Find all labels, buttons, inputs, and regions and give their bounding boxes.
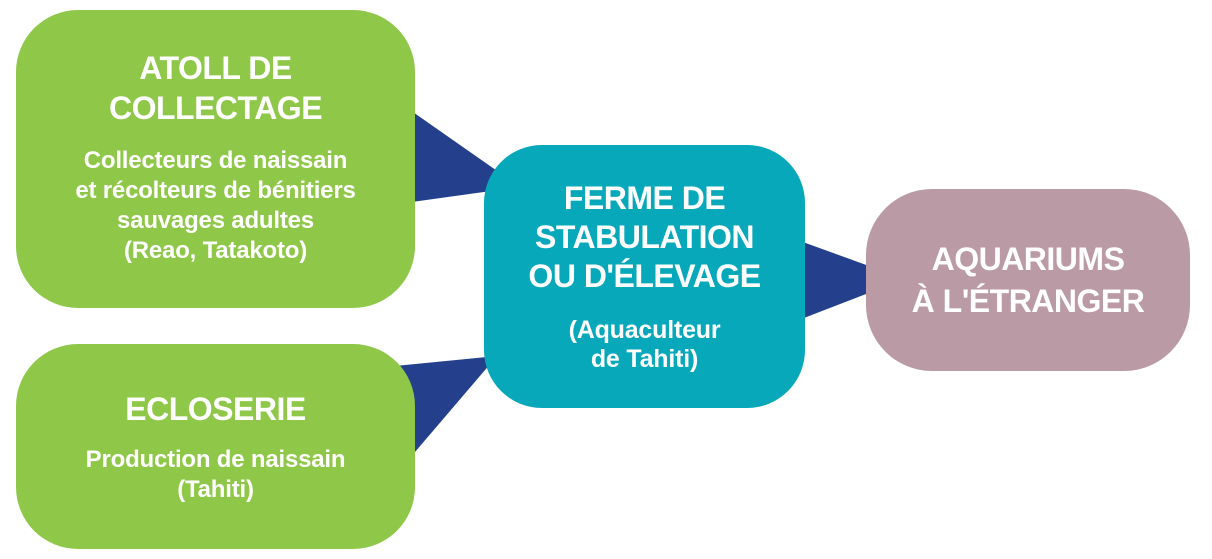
node-subtitle: Collecteurs de naissain et récolteurs de… xyxy=(75,146,355,266)
title-line: ATOLL DE xyxy=(139,50,292,86)
title-line: À L'ÉTRANGER xyxy=(911,283,1145,319)
node-aquariums-etranger: AQUARIUMS À L'ÉTRANGER xyxy=(866,189,1190,371)
title-line: COLLECTAGE xyxy=(108,90,323,126)
subtitle-line: (Tahiti) xyxy=(177,475,254,503)
title-line: ECLOSERIE xyxy=(125,390,306,427)
node-atoll-collectage: ATOLL DE COLLECTAGE Collecteurs de naiss… xyxy=(16,10,415,308)
node-title: ATOLL DE COLLECTAGE xyxy=(108,48,323,128)
node-title: AQUARIUMS À L'ÉTRANGER xyxy=(912,238,1145,322)
title-line: AQUARIUMS xyxy=(931,241,1125,277)
node-title: ECLOSERIE xyxy=(125,389,306,429)
subtitle-line: (Aquaculteur xyxy=(568,316,721,344)
node-ecloserie: ECLOSERIE Production de naissain (Tahiti… xyxy=(16,344,415,549)
node-title: FERME DE STABULATION OU D'ÉLEVAGE xyxy=(528,179,761,296)
arrow-ferme-to-aquariums xyxy=(778,233,905,328)
title-line: STABULATION xyxy=(534,219,755,255)
subtitle-line: (Reao, Tatakoto) xyxy=(123,237,308,264)
title-line: OU D'ÉLEVAGE xyxy=(528,258,761,294)
subtitle-line: de Tahiti) xyxy=(590,345,699,373)
subtitle-line: Collecteurs de naissain xyxy=(83,147,348,174)
subtitle-line: Production de naissain xyxy=(85,445,346,473)
node-ferme-stabulation: FERME DE STABULATION OU D'ÉLEVAGE (Aquac… xyxy=(484,145,805,408)
node-subtitle: Production de naissain (Tahiti) xyxy=(86,445,346,505)
arrow-collectage-to-ferme xyxy=(383,110,520,206)
title-line: FERME DE xyxy=(563,180,726,216)
node-subtitle: (Aquaculteur de Tahiti) xyxy=(569,316,721,374)
subtitle-line: et récolteurs de bénitiers xyxy=(75,177,356,204)
subtitle-line: sauvages adultes xyxy=(117,207,314,234)
